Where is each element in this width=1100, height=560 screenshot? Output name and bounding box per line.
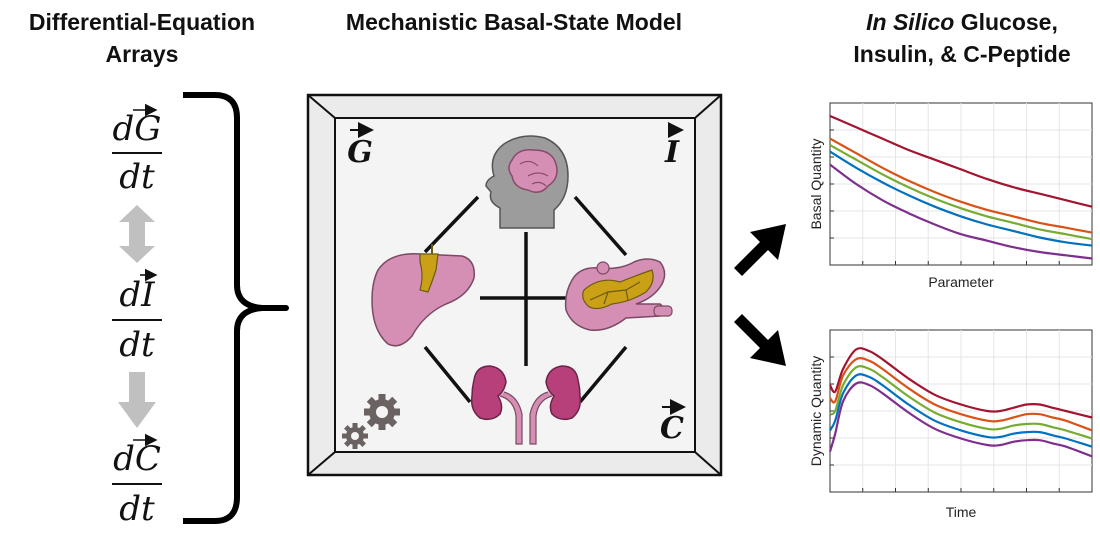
series-line-4 [829,150,1093,247]
corner-label-glucose: G [347,122,374,170]
eq-cpeptide-denominator: dt [119,489,155,529]
kidneys-icon [470,365,582,445]
corner-label-insulin: I [664,122,684,170]
left-title-line1: Differential-Equation [29,9,255,35]
chart-y-label: Dynamic Quantity [808,356,824,466]
eq-cpeptide-numerator: dC [113,439,161,479]
left-column: Differential-Equation Arrays dG dt dI dt… [29,9,289,529]
series-line-4 [829,373,1093,448]
center-panel: Mechanistic Basal-State Model G I C [306,9,723,477]
series-line-1 [829,114,1093,208]
series-line-5 [828,381,1093,458]
chart-grid [830,103,1092,265]
chart-x-label: Time [946,504,977,520]
liver-icon [371,244,475,347]
bevel-line [307,451,336,476]
series-line-3 [829,144,1093,241]
brain-head-icon [485,135,569,229]
curly-brace [183,92,289,524]
center-title: Mechanistic Basal-State Model [346,9,682,35]
chart-grid [830,330,1092,492]
series-line-5 [829,163,1093,260]
right-title-italic: In Silico [866,9,954,35]
series-line-1 [829,347,1093,419]
corner-label-cpeptide: C [660,399,686,446]
eq-insulin-denominator: dt [119,325,155,365]
basal-quantity-chart: Parameter Basal Quantity [808,102,1093,290]
right-title-rest: Glucose, [954,9,1058,35]
output-arrows [734,224,786,366]
bevel-line [307,94,336,119]
equation-cpeptide: dC dt [112,433,162,529]
bevel-line [694,94,722,119]
connection-brain-pancreas [573,195,628,257]
corner-glucose-text: G [347,135,373,170]
bevel-line [694,451,722,476]
chart-x-label: Parameter [928,274,994,290]
bidirectional-arrow-icon [119,205,155,263]
series-line-2 [829,357,1093,432]
chart-y-label: Basal Quantity [808,138,824,229]
eq-glucose-numerator: dG [113,109,162,149]
chart-series-group [828,347,1093,458]
pancreas-icon [564,258,673,331]
connection-pancreas-kidney [578,345,628,404]
equation-glucose: dG dt [112,103,162,197]
right-title-line1: In Silico Glucose, [866,9,1058,35]
connection-liver-kidney [423,345,472,404]
dynamic-quantity-chart: Time Dynamic Quantity [808,329,1093,520]
left-title-line2: Arrays [106,41,179,67]
right-title-line2: Insulin, & C-Peptide [853,41,1070,67]
down-arrow-icon [118,372,156,428]
arrow-up-right-icon [734,224,786,276]
arrow-down-right-icon [734,314,786,366]
corner-cpeptide-text: C [660,411,684,446]
eq-glucose-denominator: dt [119,157,155,197]
organ-connections [423,195,628,404]
right-column: In Silico Glucose, Insulin, & C-Peptide … [808,9,1093,520]
connection-brain-liver [423,195,480,254]
series-line-3 [829,365,1093,440]
eq-insulin-numerator: dI [119,275,155,315]
equation-insulin: dI dt [112,268,162,365]
series-line-2 [829,137,1093,234]
corner-insulin-text: I [664,135,680,170]
chart-series-group [829,114,1093,260]
